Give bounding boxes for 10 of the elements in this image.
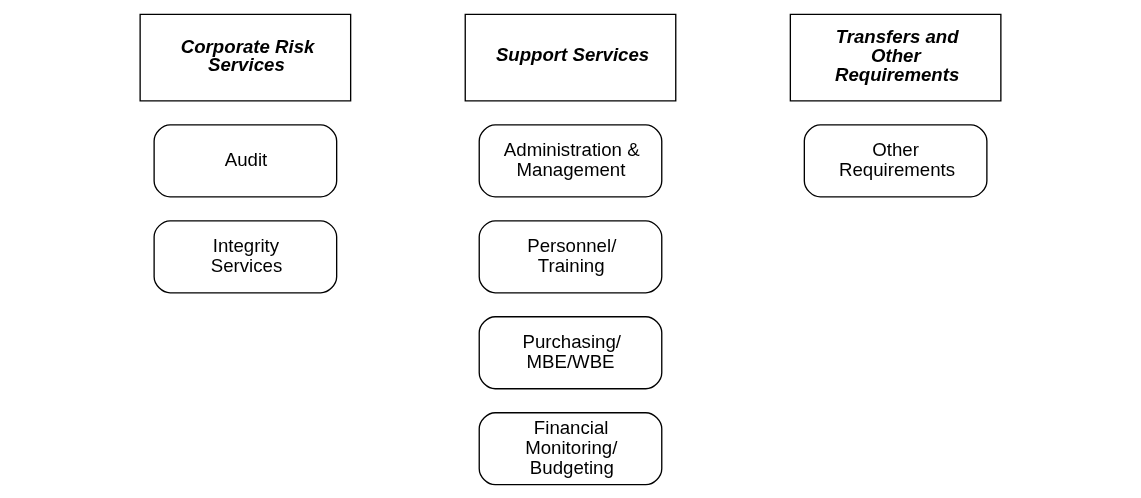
- node-box: Integrity Services: [153, 219, 338, 293]
- node-box: Financial Monitoring/ Budgeting: [478, 411, 663, 485]
- node-box: Purchasing/ MBE/WBE: [478, 315, 663, 389]
- node-box: Personnel/ Training: [478, 219, 663, 293]
- node-box: Corporate Risk Services: [139, 13, 352, 102]
- node-box: Transfers and Other Requirements: [789, 13, 1002, 102]
- node-box: Support Services: [464, 13, 677, 102]
- node-box: Administration & Management: [478, 123, 663, 198]
- node-box: Other Requirements: [803, 123, 988, 198]
- node-box: Audit: [153, 123, 338, 198]
